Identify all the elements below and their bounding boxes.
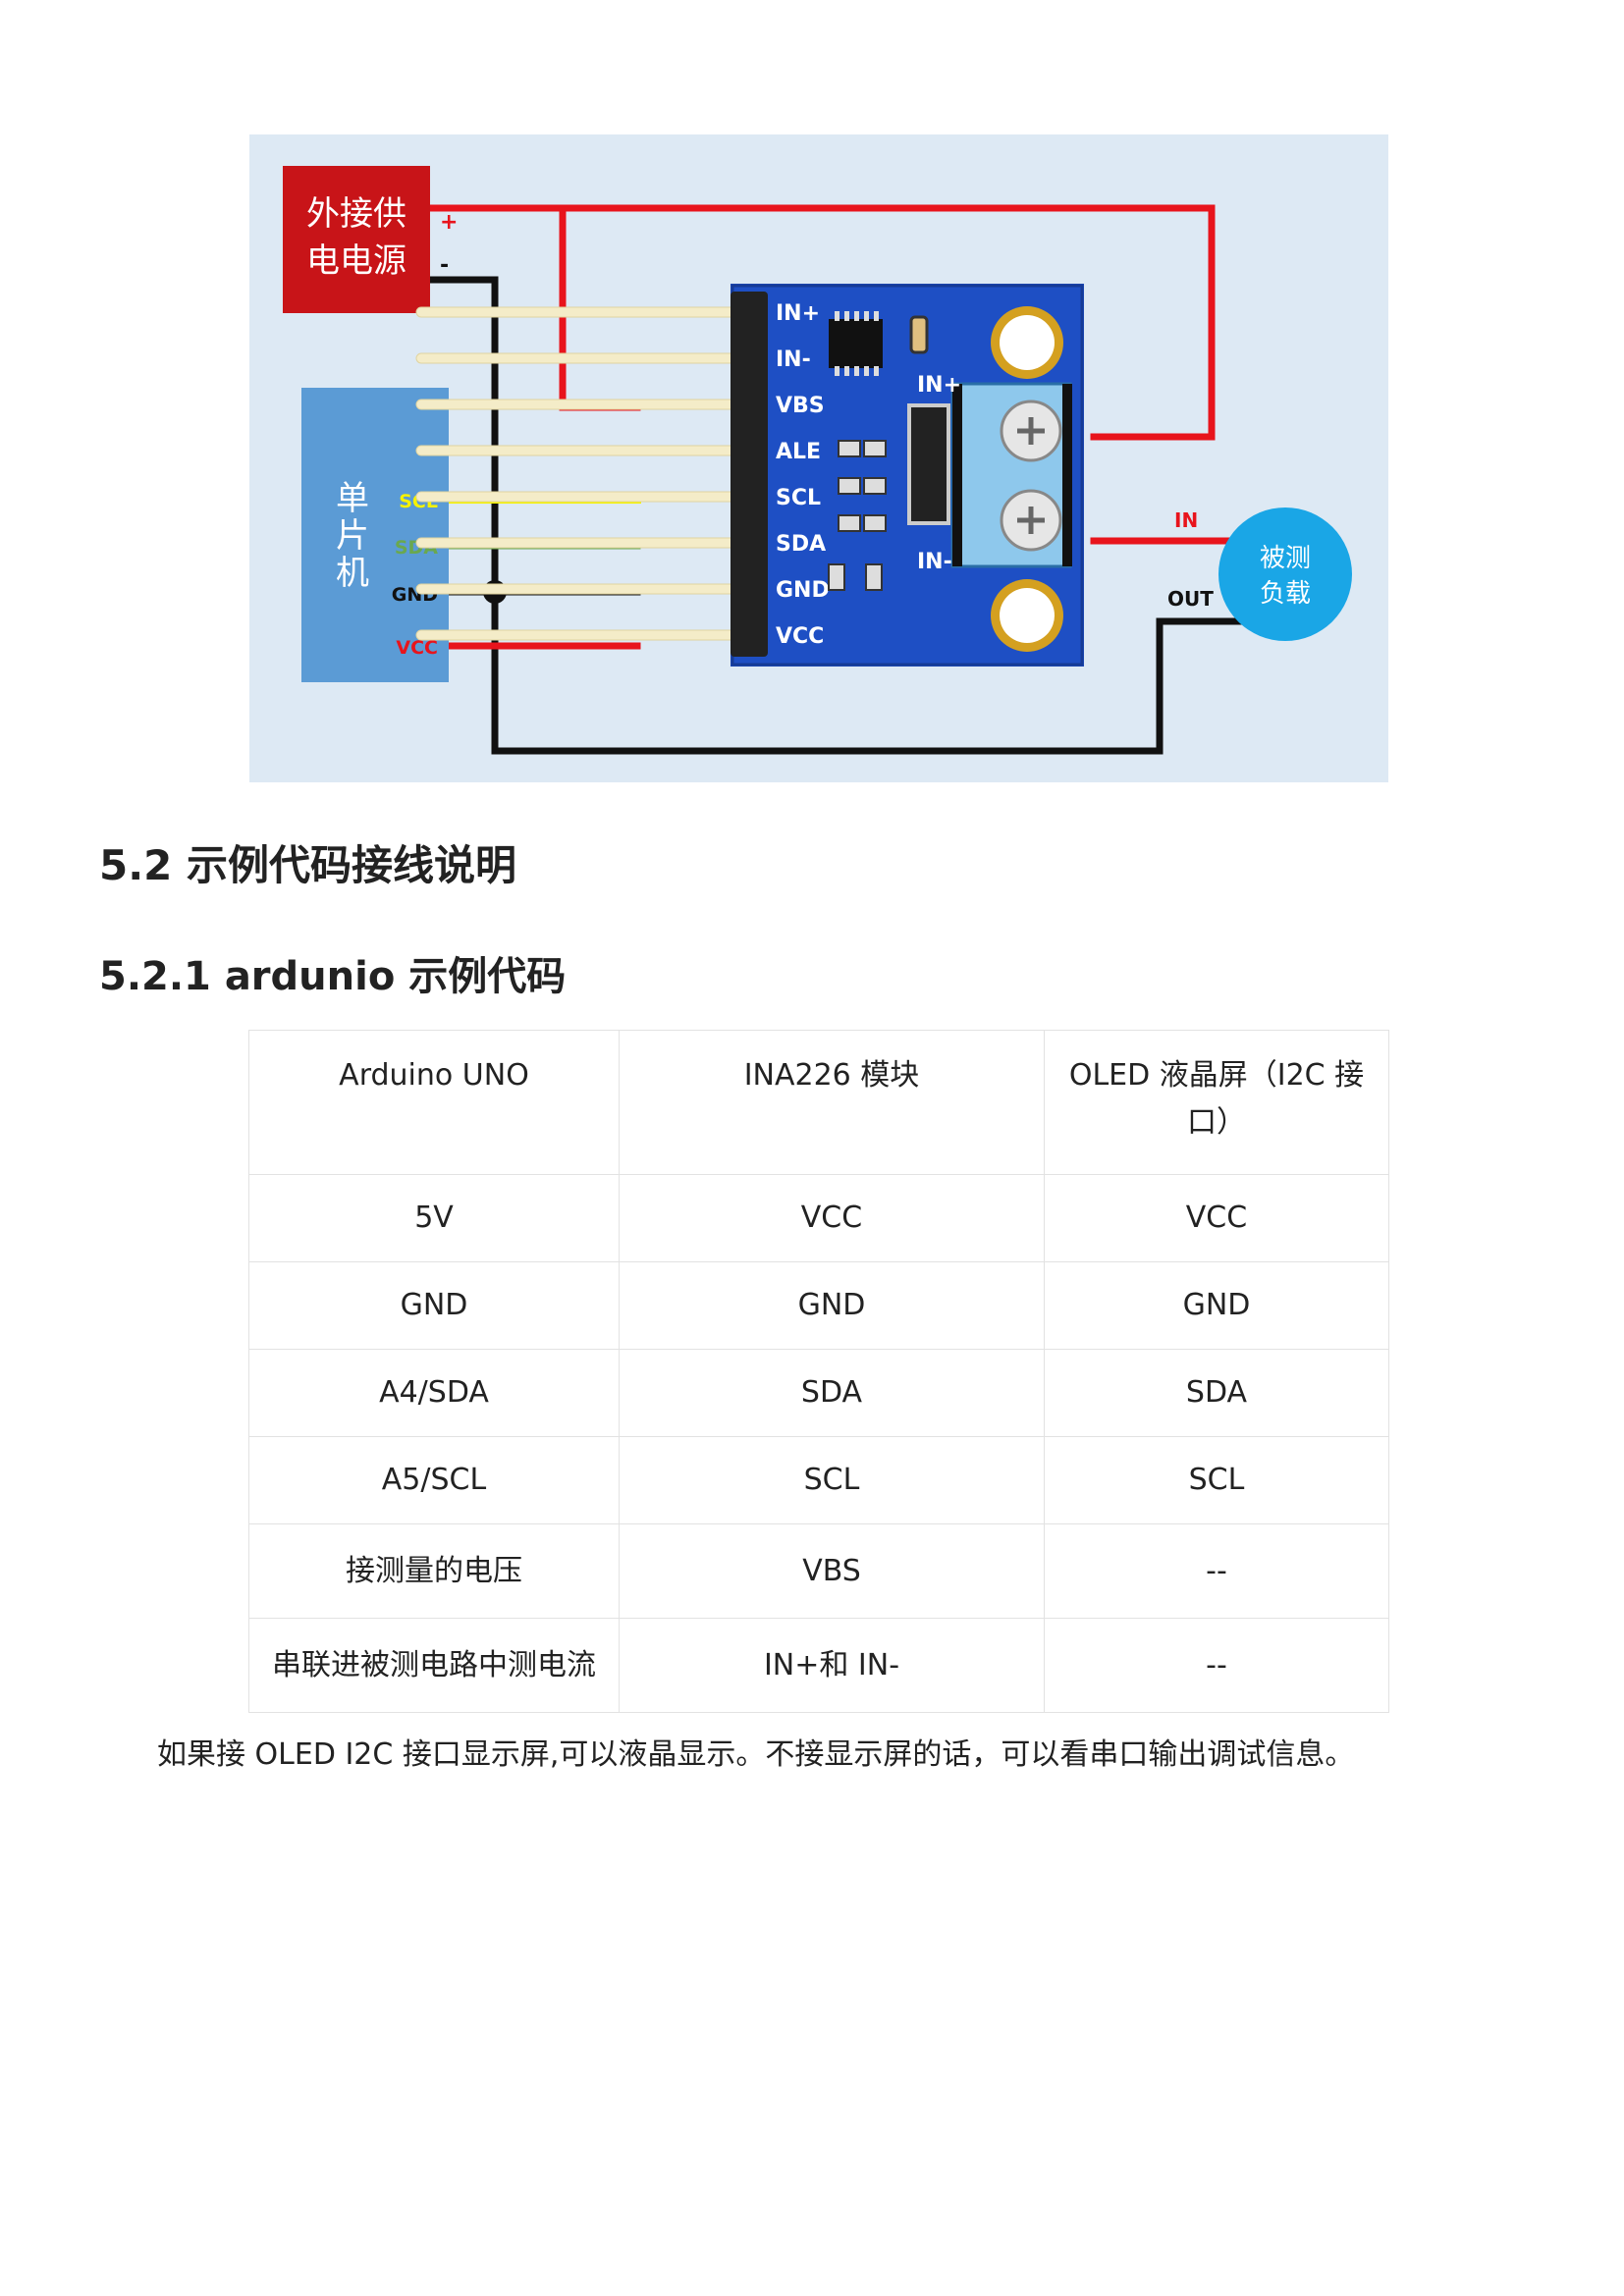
header-pin — [415, 583, 741, 595]
subsection-heading: 5.2.1 ardunio 示例代码 — [99, 954, 567, 999]
table-cell: A4/SDA — [248, 1349, 620, 1437]
header-pin — [415, 352, 741, 364]
section-heading: 5.2 示例代码接线说明 — [99, 841, 517, 889]
load-in-label: IN — [1174, 508, 1198, 532]
module-pin-label: IN- — [776, 347, 811, 372]
header-pin — [415, 445, 741, 456]
header-oled: OLED 液晶屏（I2C 接口） — [1044, 1030, 1389, 1175]
module-pin-labels: IN+ IN- VBS ALE SCL SDA GND VCC — [776, 301, 830, 649]
power-label-2: 电电源 — [306, 241, 406, 281]
header-ina226: INA226 模块 — [619, 1030, 1045, 1175]
header-pin — [415, 399, 741, 410]
plus-label: + — [440, 210, 458, 235]
table-header-row: Arduino UNO INA226 模块 OLED 液晶屏（I2C 接口） — [248, 1030, 1389, 1175]
table-cell: A5/SCL — [248, 1436, 620, 1524]
module-pin-label: VCC — [776, 624, 824, 649]
mcu-pin-vcc: VCC — [396, 637, 438, 659]
load-label-2: 负载 — [1260, 579, 1311, 609]
table-row: 5V VCC VCC — [248, 1174, 1389, 1262]
table-cell: GND — [619, 1261, 1045, 1350]
table-cell: 接测量的电压 — [248, 1523, 620, 1619]
header-pin — [415, 537, 741, 549]
module-pin-label: SDA — [776, 532, 826, 557]
table-cell: SDA — [1044, 1349, 1389, 1437]
header-pins — [415, 306, 741, 641]
load-out-label: OUT — [1167, 587, 1214, 611]
table-row: A5/SCL SCL SCL — [248, 1436, 1389, 1524]
table-cell: IN+和 IN- — [619, 1618, 1045, 1713]
header-arduino: Arduino UNO — [248, 1030, 620, 1175]
table-cell: VCC — [619, 1174, 1045, 1262]
note-paragraph: 如果接 OLED I2C 接口显示屏,可以液晶显示。不接显示屏的话，可以看串口输… — [157, 1737, 1355, 1772]
header-pin — [415, 491, 741, 503]
mcu-label: 单片机 — [336, 479, 369, 593]
table-cell: -- — [1044, 1523, 1389, 1619]
ina226-chip — [829, 319, 883, 368]
minus-label: - — [440, 253, 449, 278]
table-cell: VBS — [619, 1523, 1045, 1619]
table-row: GND GND GND — [248, 1261, 1389, 1350]
table-cell: SCL — [619, 1436, 1045, 1524]
table-cell: -- — [1044, 1618, 1389, 1713]
table-cell: 5V — [248, 1174, 620, 1262]
module-pin-label: IN+ — [776, 301, 820, 326]
module-pin-label: VBS — [776, 394, 825, 418]
load-label-1: 被测 — [1260, 544, 1311, 573]
module-pin-label: GND — [776, 578, 830, 603]
terminal-in-plus-label: IN+ — [917, 373, 961, 398]
table-cell: GND — [1044, 1261, 1389, 1350]
ina226-board: IN+ IN- VBS ALE SCL SDA GND VCC IN+ IN- — [731, 284, 1084, 667]
terminal-in-minus-label: IN- — [917, 550, 952, 574]
power-plus-wire — [427, 204, 1216, 441]
power-minus-wire — [427, 276, 1245, 755]
power-label-1: 外接供 — [306, 194, 406, 234]
table-row: 串联进被测电路中测电流 IN+和 IN- -- — [248, 1618, 1389, 1713]
header-pin — [415, 306, 741, 318]
table-cell: 串联进被测电路中测电流 — [248, 1618, 620, 1713]
module-pin-label: ALE — [776, 440, 821, 464]
table-cell: SDA — [619, 1349, 1045, 1437]
pin-header-block — [731, 292, 768, 657]
module-pin-label: SCL — [776, 486, 821, 510]
header-pin — [415, 629, 741, 641]
load: 被测 负载 IN OUT — [1167, 507, 1352, 641]
table-cell: VCC — [1044, 1174, 1389, 1262]
wiring-table: Arduino UNO INA226 模块 OLED 液晶屏（I2C 接口） 5… — [248, 1030, 1389, 1713]
power-supply: 外接供 电电源 + - — [283, 166, 458, 313]
wiring-diagram: 外接供 电电源 + - 单片机 SCL SDA GND VCC IN+IN-VB… — [249, 134, 1388, 782]
table-cell: SCL — [1044, 1436, 1389, 1524]
table-row: 接测量的电压 VBS -- — [248, 1523, 1389, 1619]
table-cell: GND — [248, 1261, 620, 1350]
table-row: A4/SDA SDA SDA — [248, 1349, 1389, 1437]
